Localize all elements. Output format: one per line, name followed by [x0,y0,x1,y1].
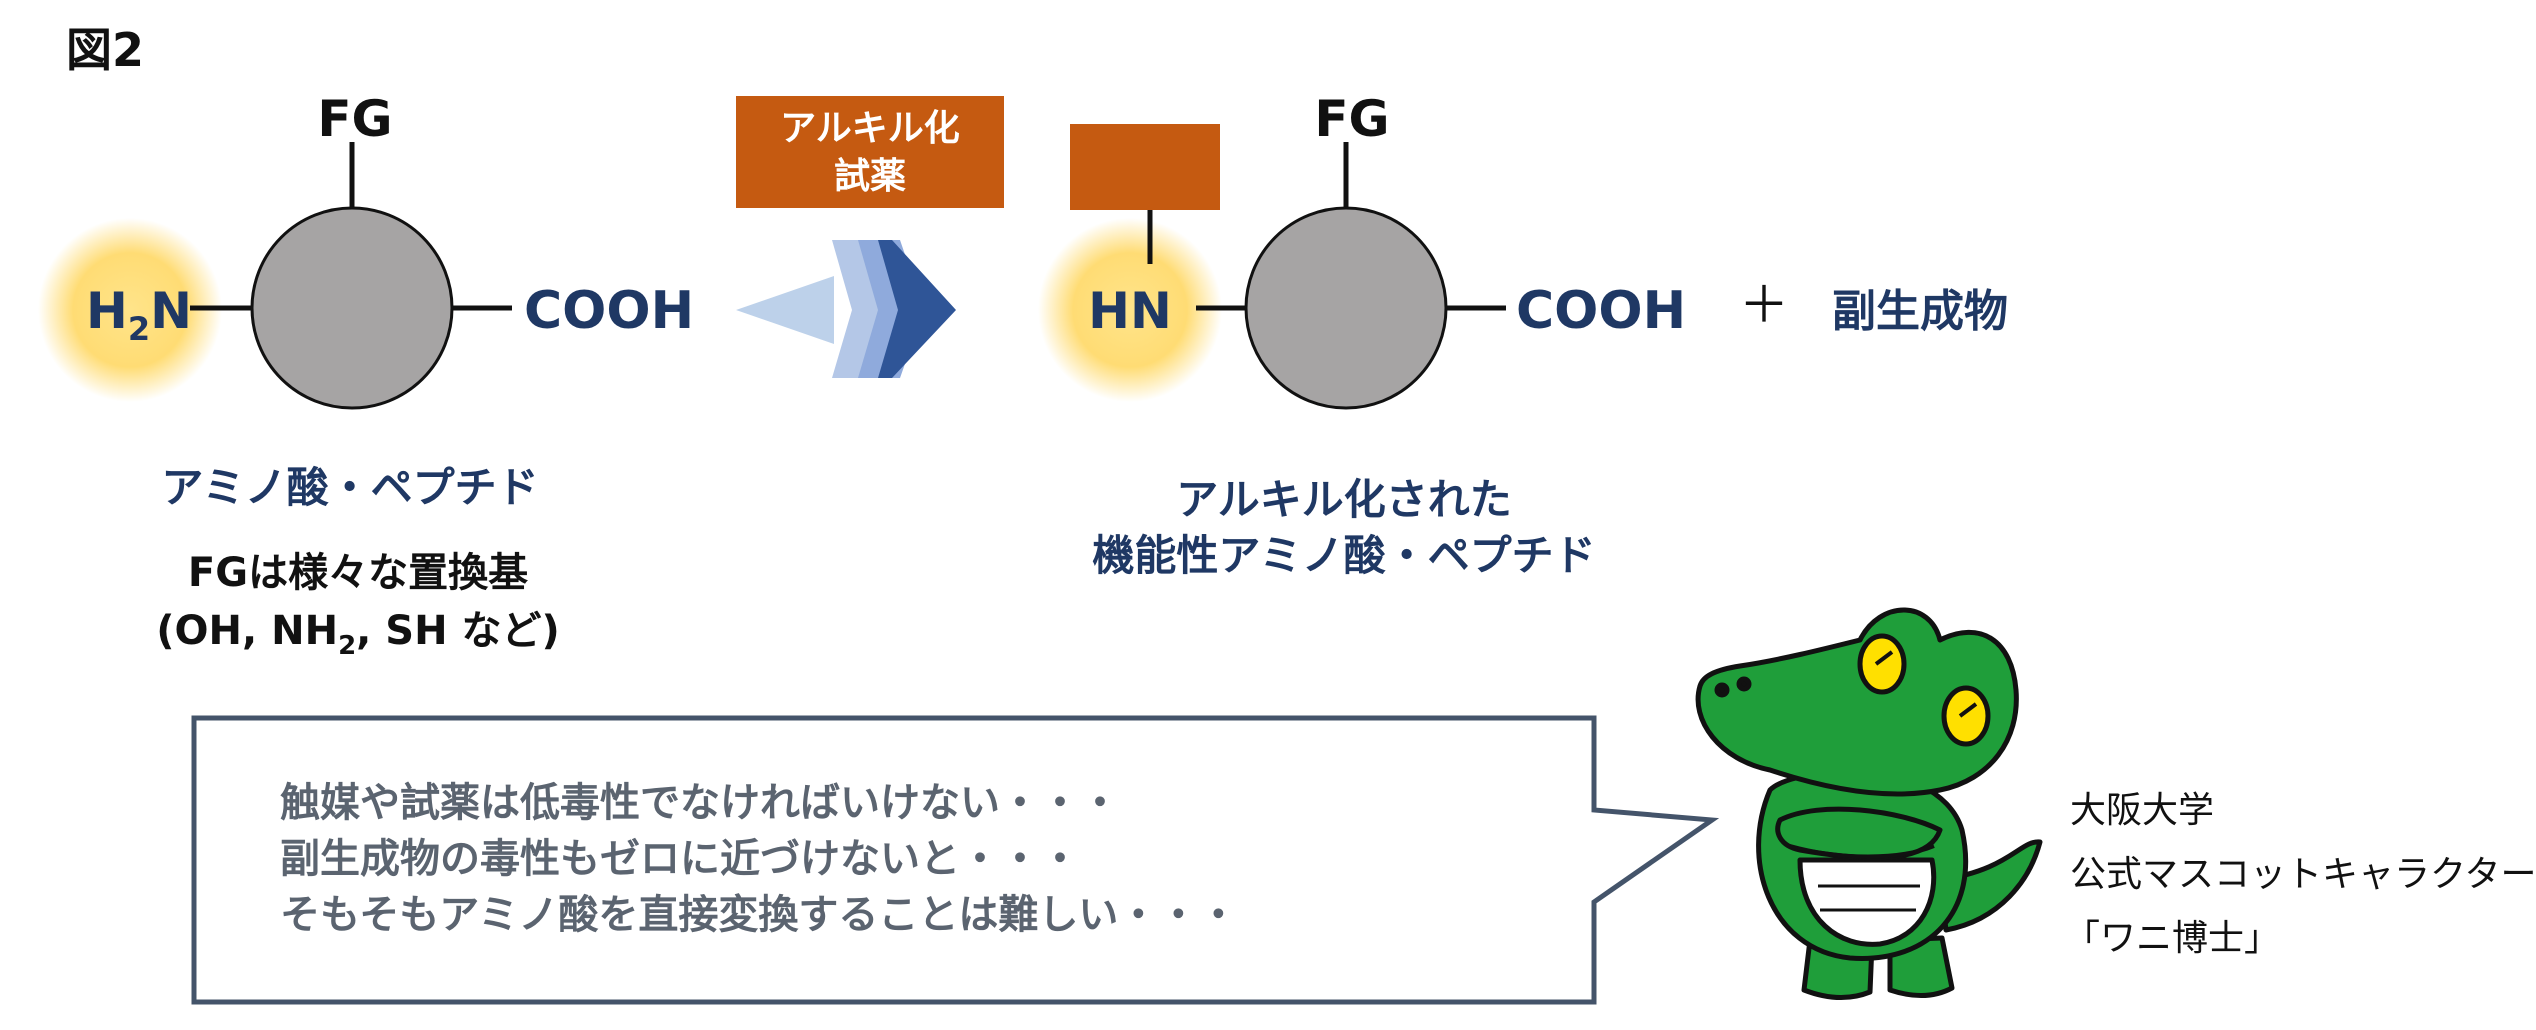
amine-subscript: 2 [128,310,150,348]
fg-note-part-b: , SH など) [356,608,560,654]
fg-note-line1: FGは様々な置換基 [188,550,528,596]
mascot-caption-line2: 公式マスコットキャラクター [2070,854,2536,895]
product-fg-label: FG [1314,90,1389,148]
speech-bubble: 触媒や試薬は低毒性でなければいけない・・・ 副生成物の毒性もゼロに近づけないと・… [191,715,1720,1005]
product-core-circle [1244,206,1448,410]
byproduct-label: 副生成物 [1832,286,2008,337]
fg-note-part-a: (OH, NH [156,608,338,654]
crocodile-mascot-icon [1695,607,2043,1001]
reaction-arrow [736,240,956,378]
speech-line1: 触媒や試薬は低毒性でなければいけない・・・ [280,780,1120,826]
speech-bubble-outline [191,715,1720,1005]
fg-label: FG [317,90,392,148]
reactant-caption: アミノ酸・ペプチド [161,463,538,512]
reagent-box: アルキル化 試薬 [736,96,1004,208]
fg-note-subscript: 2 [338,631,356,661]
plus-sign: ＋ [1739,276,1789,334]
amine-glow [38,218,222,402]
amine-h: H [86,282,128,340]
reagent-box-bg [736,96,1004,208]
reagent-line1: アルキル化 [780,108,960,149]
product-amine-glow [1038,218,1222,402]
product-acid-label: COOH [1516,281,1686,341]
speech-line2: 副生成物の毒性もゼロに近づけないと・・・ [280,836,1080,882]
product-caption-line1: アルキル化された [1176,475,1512,524]
reactant-molecule: FG H2N COOH [38,90,694,410]
product-molecule: FG HN COOH [1038,90,1686,410]
speech-line3: そもそもアミノ酸を直接変換することは難しい・・・ [280,892,1238,938]
amine-n: N [150,282,192,340]
product-amine-label: HN [1088,282,1172,340]
arrow-tail [736,276,834,344]
mascot-caption-line3: 「ワニ博士」 [2064,918,2280,959]
mascot-caption-line1: 大阪大学 [2070,790,2214,831]
reagent-line2: 試薬 [834,156,906,197]
arrow-head [878,240,956,378]
acid-label: COOH [524,281,694,341]
figure-label: 図2 [66,23,144,77]
alkyl-group-box [1070,124,1220,210]
amine-label: H2N [86,282,192,348]
fg-note-line2: (OH, NH2, SH など) [156,608,560,661]
core-circle [250,206,454,410]
product-caption-line2: 機能性アミノ酸・ペプチド [1092,531,1595,580]
